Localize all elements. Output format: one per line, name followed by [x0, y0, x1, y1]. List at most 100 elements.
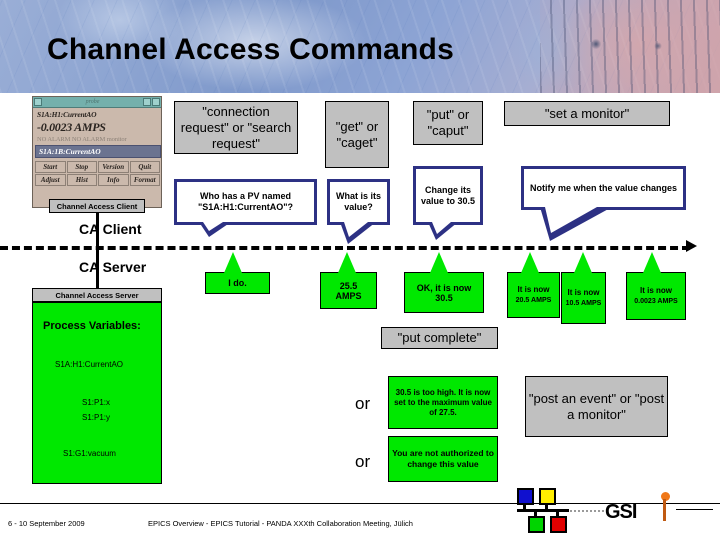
logo-bar	[517, 509, 569, 512]
probe-pv-input[interactable]: S1A:1B:CurrentAO	[35, 145, 161, 158]
command-connection-request: "connection request" or "search request"	[174, 101, 298, 154]
reply-monitor-update-2: It is now 10.5 AMPS	[561, 252, 606, 324]
reply-monitor-1-line1: It is now	[517, 284, 550, 294]
probe-titlebar: probe	[33, 97, 161, 108]
bubble-tail-fill	[203, 222, 223, 231]
probe-body: S1A:H1:CurrentAO -0.0023 AMPS NO ALARM N…	[33, 108, 161, 187]
bubble-tail-fill	[344, 222, 368, 237]
logo-trailing-rule	[676, 509, 713, 510]
reply-monitor-3-lines: It is now 0.0023 AMPS	[634, 286, 678, 307]
bubble-tail-fill	[432, 222, 451, 234]
ca-server-caption: Channel Access Server	[32, 288, 162, 302]
bubble-notify-text: Notify me when the value changes	[529, 182, 678, 193]
list-item: S1:G1:vacuum	[63, 449, 116, 458]
window-maximize-icon[interactable]	[143, 98, 151, 106]
reply-value-number: 25.5	[339, 280, 358, 291]
reply-monitor-2-line1: It is now	[567, 287, 600, 297]
bubble-what-is-value: What is its value?	[327, 179, 390, 244]
callout-spike	[521, 252, 539, 273]
reply-monitor-3-line2: 0.0023 AMPS	[634, 297, 678, 305]
or-connector-2: or	[355, 452, 371, 471]
bubble-what-text: What is its value?	[335, 191, 381, 212]
logo-stem	[534, 510, 537, 517]
client-server-connector-line	[96, 213, 99, 288]
probe-button-grid: Start Stop Version Quit Adjust Hist Info…	[35, 161, 161, 187]
logo-dotted-line	[570, 510, 605, 512]
reply-monitor-update-3: It is now 0.0023 AMPS	[626, 252, 686, 320]
logo-red-square-icon	[550, 516, 567, 533]
probe-window-title: probe	[85, 99, 100, 105]
bubble-notify-on-change: Notify me when the value changes	[521, 166, 686, 241]
command-put-complete: "put complete"	[381, 327, 498, 349]
callout-spike	[338, 252, 356, 273]
window-minimize-icon[interactable]	[34, 98, 42, 106]
process-variables-title: Process Variables:	[43, 320, 141, 332]
probe-version-button[interactable]: Version	[98, 161, 129, 173]
reply-put-ack-lines: OK, it is now 30.5	[417, 283, 472, 303]
process-variables-panel: Process Variables: S1A:H1:CurrentAO S1:P…	[32, 302, 162, 484]
footer-date: 6 - 10 September 2009	[8, 519, 85, 528]
reply-monitor-1-lines: It is now 20.5 AMPS	[516, 285, 552, 306]
list-item: S1A:H1:CurrentAO	[55, 360, 124, 369]
reply-ok-line1: OK, it is now	[416, 282, 472, 293]
reply-not-authorized: You are not authorized to change this va…	[388, 436, 498, 482]
callout-spike	[430, 252, 448, 273]
probe-window[interactable]: probe S1A:H1:CurrentAO -0.0023 AMPS NO A…	[32, 96, 162, 208]
reply-current-value-lines: 25.5 AMPS	[335, 281, 361, 301]
logo-i-stem	[663, 499, 666, 521]
ca-client-caption: Channel Access Client	[49, 199, 145, 213]
page-title: Channel Access Commands	[47, 33, 454, 66]
bubble-change-value: Change its value to 30.5	[413, 166, 483, 240]
probe-format-button[interactable]: Format	[129, 174, 160, 186]
bubble-tail-fill	[545, 207, 597, 233]
window-close-icon[interactable]	[152, 98, 160, 106]
probe-button-row: Adjust Hist Info Format	[35, 174, 161, 187]
probe-alarm-status: NO ALARM NO ALARM monitor	[37, 136, 127, 143]
logo-orange-dot-icon	[661, 492, 670, 501]
probe-titlebar-controls	[143, 98, 160, 106]
command-set-monitor: "set a monitor"	[504, 101, 670, 126]
gsi-logo: GSI	[508, 487, 713, 535]
reply-ok-line2: 30.5	[435, 292, 453, 303]
or-connector-1: or	[355, 394, 371, 413]
probe-adjust-button[interactable]: Adjust	[35, 174, 66, 186]
probe-quit-button[interactable]: Quit	[129, 161, 160, 173]
logo-yellow-square-icon	[539, 488, 556, 505]
lane-label-ca-client: CA Client	[79, 221, 142, 237]
divider-arrow-icon	[686, 240, 697, 252]
command-post-event: "post an event" or "post a monitor"	[525, 376, 668, 437]
command-put: "put" or "caput"	[413, 101, 483, 145]
reply-monitor-3-line1: It is now	[639, 285, 672, 295]
reply-monitor-update-1: It is now 20.5 AMPS	[507, 252, 560, 318]
probe-hist-button[interactable]: Hist	[66, 174, 97, 186]
footer-divider	[0, 503, 720, 504]
probe-stop-button[interactable]: Stop	[66, 161, 97, 173]
callout-spike	[224, 252, 242, 273]
reply-monitor-1-line2: 20.5 AMPS	[515, 296, 552, 304]
command-get: "get" or "caget"	[325, 101, 389, 168]
reply-value-units: AMPS	[335, 290, 362, 301]
slide-banner	[0, 0, 720, 93]
reply-monitor-2-lines: It is now 10.5 AMPS	[566, 288, 602, 309]
probe-info-button[interactable]: Info	[98, 174, 129, 186]
logo-stem	[545, 504, 548, 511]
logo-green-square-icon	[528, 516, 545, 533]
probe-start-button[interactable]: Start	[35, 161, 66, 173]
probe-button-row: Start Stop Version Quit	[35, 161, 161, 174]
probe-value: -0.0023 AMPS	[37, 120, 106, 134]
bubble-change-text: Change its value to 30.5	[420, 184, 476, 206]
reply-value-too-high: 30.5 is too high. It is now set to the m…	[388, 376, 498, 429]
probe-pv-name: S1A:H1:CurrentAO	[37, 110, 97, 119]
logo-stem	[523, 504, 526, 511]
client-server-divider	[0, 246, 690, 250]
callout-spike	[643, 252, 661, 273]
list-item: S1:P1:y	[82, 413, 111, 422]
logo-blue-square-icon	[517, 488, 534, 505]
reply-monitor-2-line2: 10.5 AMPS	[565, 299, 602, 307]
bubble-who-text: Who has a PV named "S1A:H1:CurrentAO"?	[197, 191, 294, 212]
logo-stem	[556, 510, 559, 517]
bubble-who-has-pv: Who has a PV named "S1A:H1:CurrentAO"?	[174, 179, 317, 237]
logo-wordmark: GSI	[605, 501, 637, 523]
lane-label-ca-server: CA Server	[79, 259, 147, 275]
